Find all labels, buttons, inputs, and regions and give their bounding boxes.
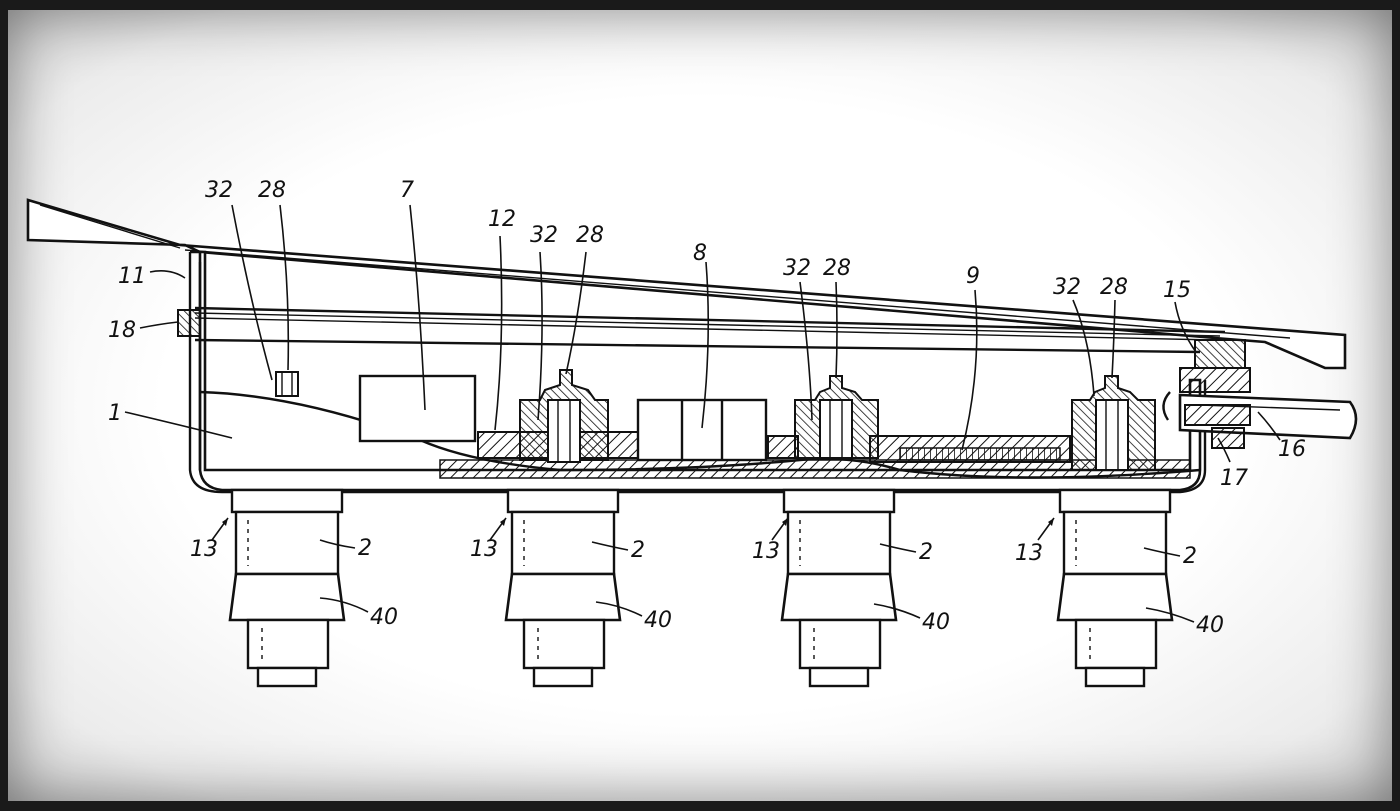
label-28d: 28 [1100,275,1128,300]
component-7 [358,374,477,443]
label-1: 1 [108,401,122,426]
label-32c: 32 [783,256,811,281]
drawing-frame: 11 18 1 32 28 7 12 32 28 8 32 28 9 32 28… [8,10,1392,801]
component-9 [869,435,1071,463]
connector-pin-1 [275,371,299,397]
label-9: 9 [966,264,980,289]
cable-assembly [1162,339,1358,449]
label-16: 16 [1278,437,1306,462]
connector-pin-2 [519,369,609,463]
label-32d: 32 [1053,275,1081,300]
label-12: 12 [488,207,516,232]
component-8 [636,398,768,462]
label-11: 11 [118,264,146,289]
label-13c: 13 [752,539,780,564]
label-2d: 2 [1183,544,1197,569]
label-13d: 13 [1015,541,1043,566]
label-2a: 2 [358,536,372,561]
label-40b: 40 [644,608,672,633]
reference-numerals: 11 18 1 32 28 7 12 32 28 8 32 28 9 32 28… [108,178,1306,638]
connector-pin-4 [1071,375,1156,471]
label-32a: 32 [205,178,233,203]
label-13b: 13 [470,537,498,562]
coil-tower-1 [228,488,346,688]
label-8: 8 [693,241,707,266]
coil-tower-4 [1056,488,1174,688]
label-40a: 40 [370,605,398,630]
cover [26,198,1347,370]
coil-tower-3 [780,488,898,688]
label-40c: 40 [922,610,950,635]
label-17: 17 [1220,466,1248,491]
label-18: 18 [108,318,136,343]
label-2c: 2 [919,540,933,565]
leader-lines [124,204,1281,623]
patent-drawing: 11 18 1 32 28 7 12 32 28 8 32 28 9 32 28… [26,178,1358,688]
label-13a: 13 [190,537,218,562]
connector-pin-3 [794,375,879,459]
label-7: 7 [400,178,414,203]
label-28b: 28 [576,223,604,248]
label-28c: 28 [823,256,851,281]
label-40d: 40 [1196,613,1224,638]
coil-tower-2 [504,488,622,688]
label-28a: 28 [258,178,286,203]
label-15: 15 [1163,278,1191,303]
label-2b: 2 [631,538,645,563]
housing [177,250,1226,494]
label-32b: 32 [530,223,558,248]
